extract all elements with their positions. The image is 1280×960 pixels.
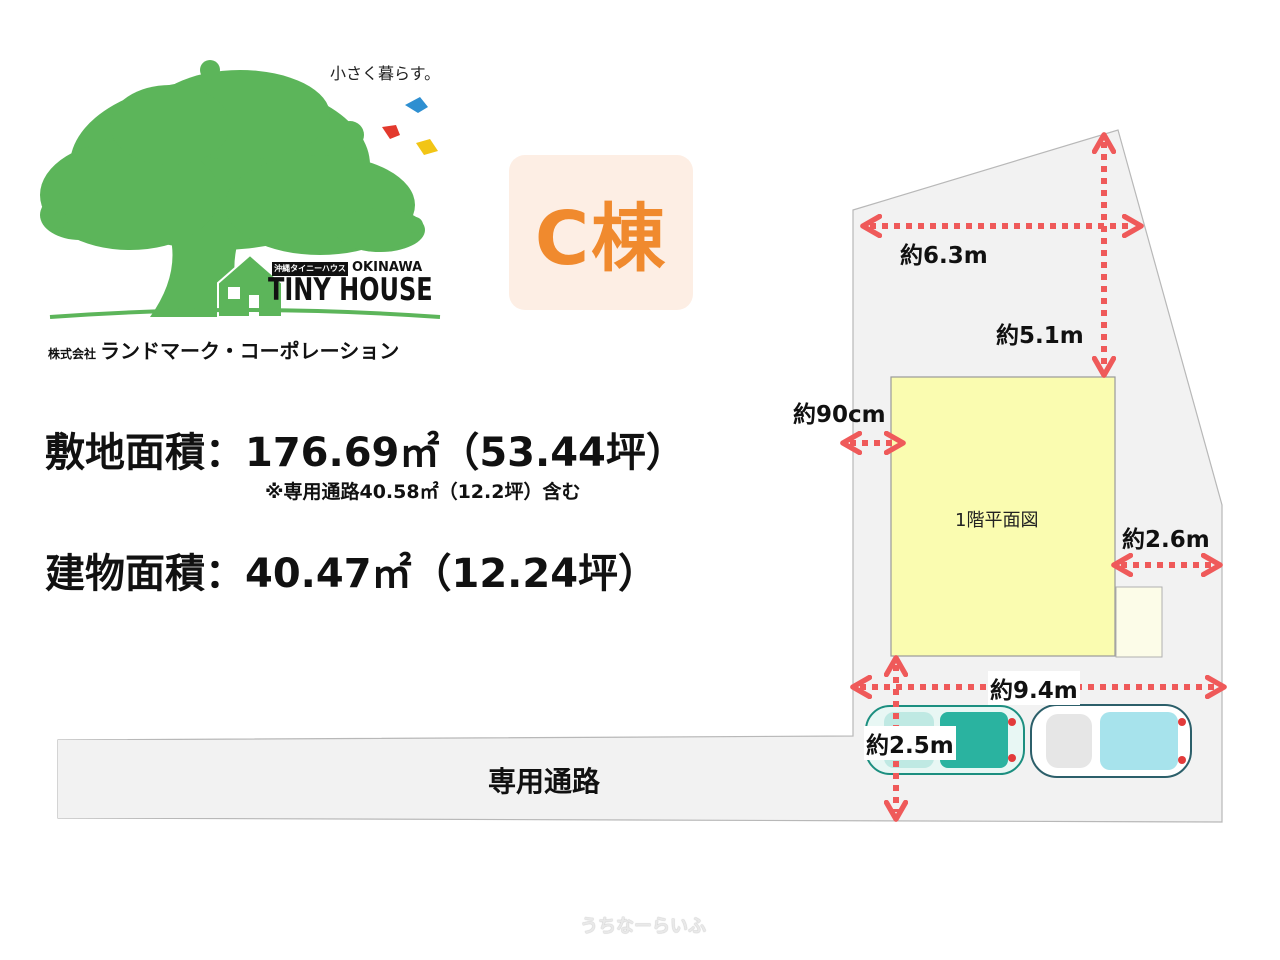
access-path-label: 専用通路 <box>488 765 601 798</box>
site-area-note: ※専用通路40.58㎡（12.2坪）含む <box>265 481 581 503</box>
building-badge: C棟 <box>509 155 693 310</box>
bird-yellow-icon <box>416 139 438 155</box>
company-label: ランドマーク・コーポレーション <box>100 339 400 363</box>
dim-label-parking-depth: 約2.5m <box>864 726 956 760</box>
ground-line <box>49 308 441 319</box>
company-prefix: 株式会社 <box>48 347 97 361</box>
floor-plan-label: 1階平面図 <box>955 510 1039 531</box>
car-icon-light-blue <box>1030 704 1192 778</box>
bird-red-icon <box>382 125 400 139</box>
dim-label-left-gap: 約90cm <box>793 402 886 428</box>
watermark: うちなーらいふ <box>580 916 706 937</box>
dim-label-top-depth: 約5.1m <box>996 323 1084 349</box>
dim-label-top-width: 約6.3m <box>900 243 988 269</box>
bird-blue-icon <box>405 97 428 113</box>
dim-label-bottom-width: 約9.4m <box>988 671 1080 705</box>
brand-okinawa: OKINAWA <box>352 260 423 275</box>
tagline: 小さく暮らす。 <box>330 64 441 83</box>
dim-label-right-gap: 約2.6m <box>1122 527 1210 553</box>
annex-footprint <box>1115 586 1163 658</box>
building-area: 建物面積：40.47㎡（12.24坪） <box>45 551 659 597</box>
company-name: 株式会社ランドマーク・コーポレーション <box>48 335 399 364</box>
company-logo <box>40 60 441 319</box>
site-area: 敷地面積：176.69㎡（53.44坪） <box>45 430 686 476</box>
brand-name: TINY HOUSE <box>268 272 433 308</box>
brand-subtitle: 沖縄タイニーハウス <box>272 262 348 276</box>
tree-canopy <box>40 60 425 255</box>
access-path <box>58 740 858 818</box>
house-footprint <box>890 376 1116 657</box>
